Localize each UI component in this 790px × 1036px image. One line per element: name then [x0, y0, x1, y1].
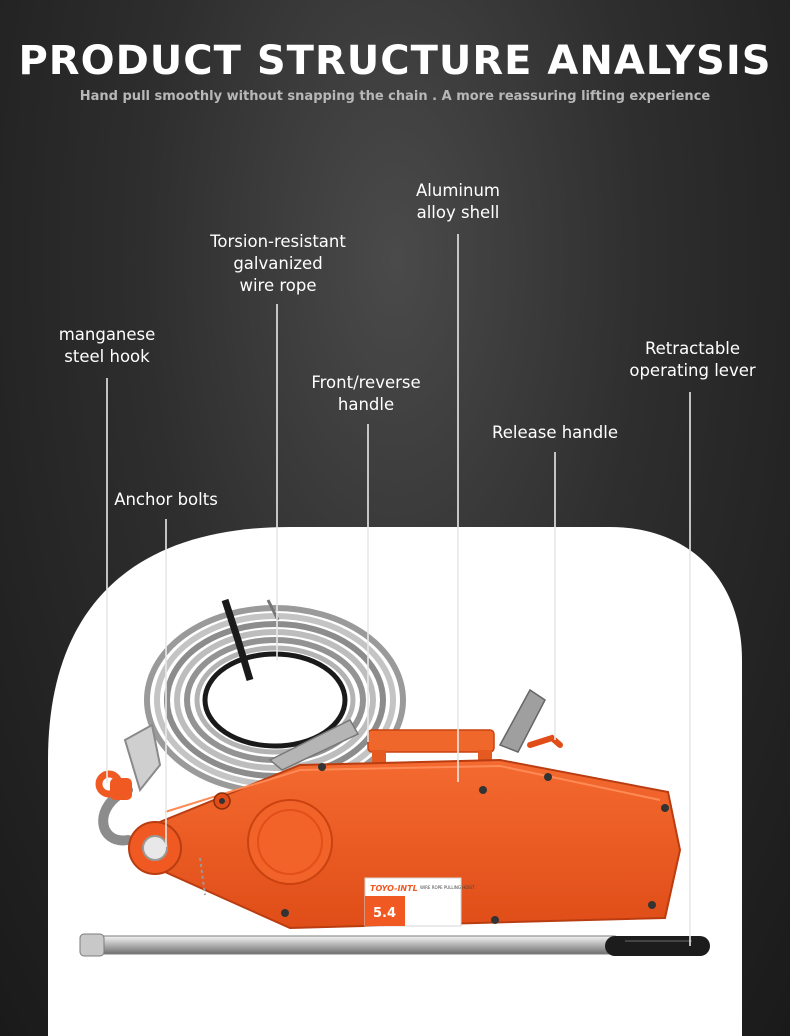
callout-lines	[106, 234, 691, 946]
page-title: PRODUCT STRUCTURE ANALYSIS	[18, 38, 772, 84]
page-subtitle: Hand pull smoothly without snapping the …	[79, 89, 711, 104]
capacity-text: 5.4	[373, 906, 396, 921]
plate-text: WIRE ROPE PULLING HOIST	[420, 885, 475, 890]
hook-assembly	[95, 723, 162, 846]
callout-lever: Retractable operating lever	[629, 339, 756, 380]
callout-wire-rope: Torsion-resistant galvanized wire rope	[210, 232, 346, 295]
callout-front-reverse-handle: Front/reverse handle	[311, 373, 421, 414]
callout-aluminum-shell: Aluminum alloy shell	[416, 181, 500, 222]
brand-text: TOYO-INTL	[370, 884, 418, 893]
callout-release-handle: Release handle	[492, 423, 618, 442]
hoist-body	[128, 758, 682, 930]
callout-hook: manganese steel hook	[58, 325, 156, 366]
operating-lever-rod	[79, 933, 710, 957]
callout-anchor-bolts: Anchor bolts	[114, 490, 218, 509]
